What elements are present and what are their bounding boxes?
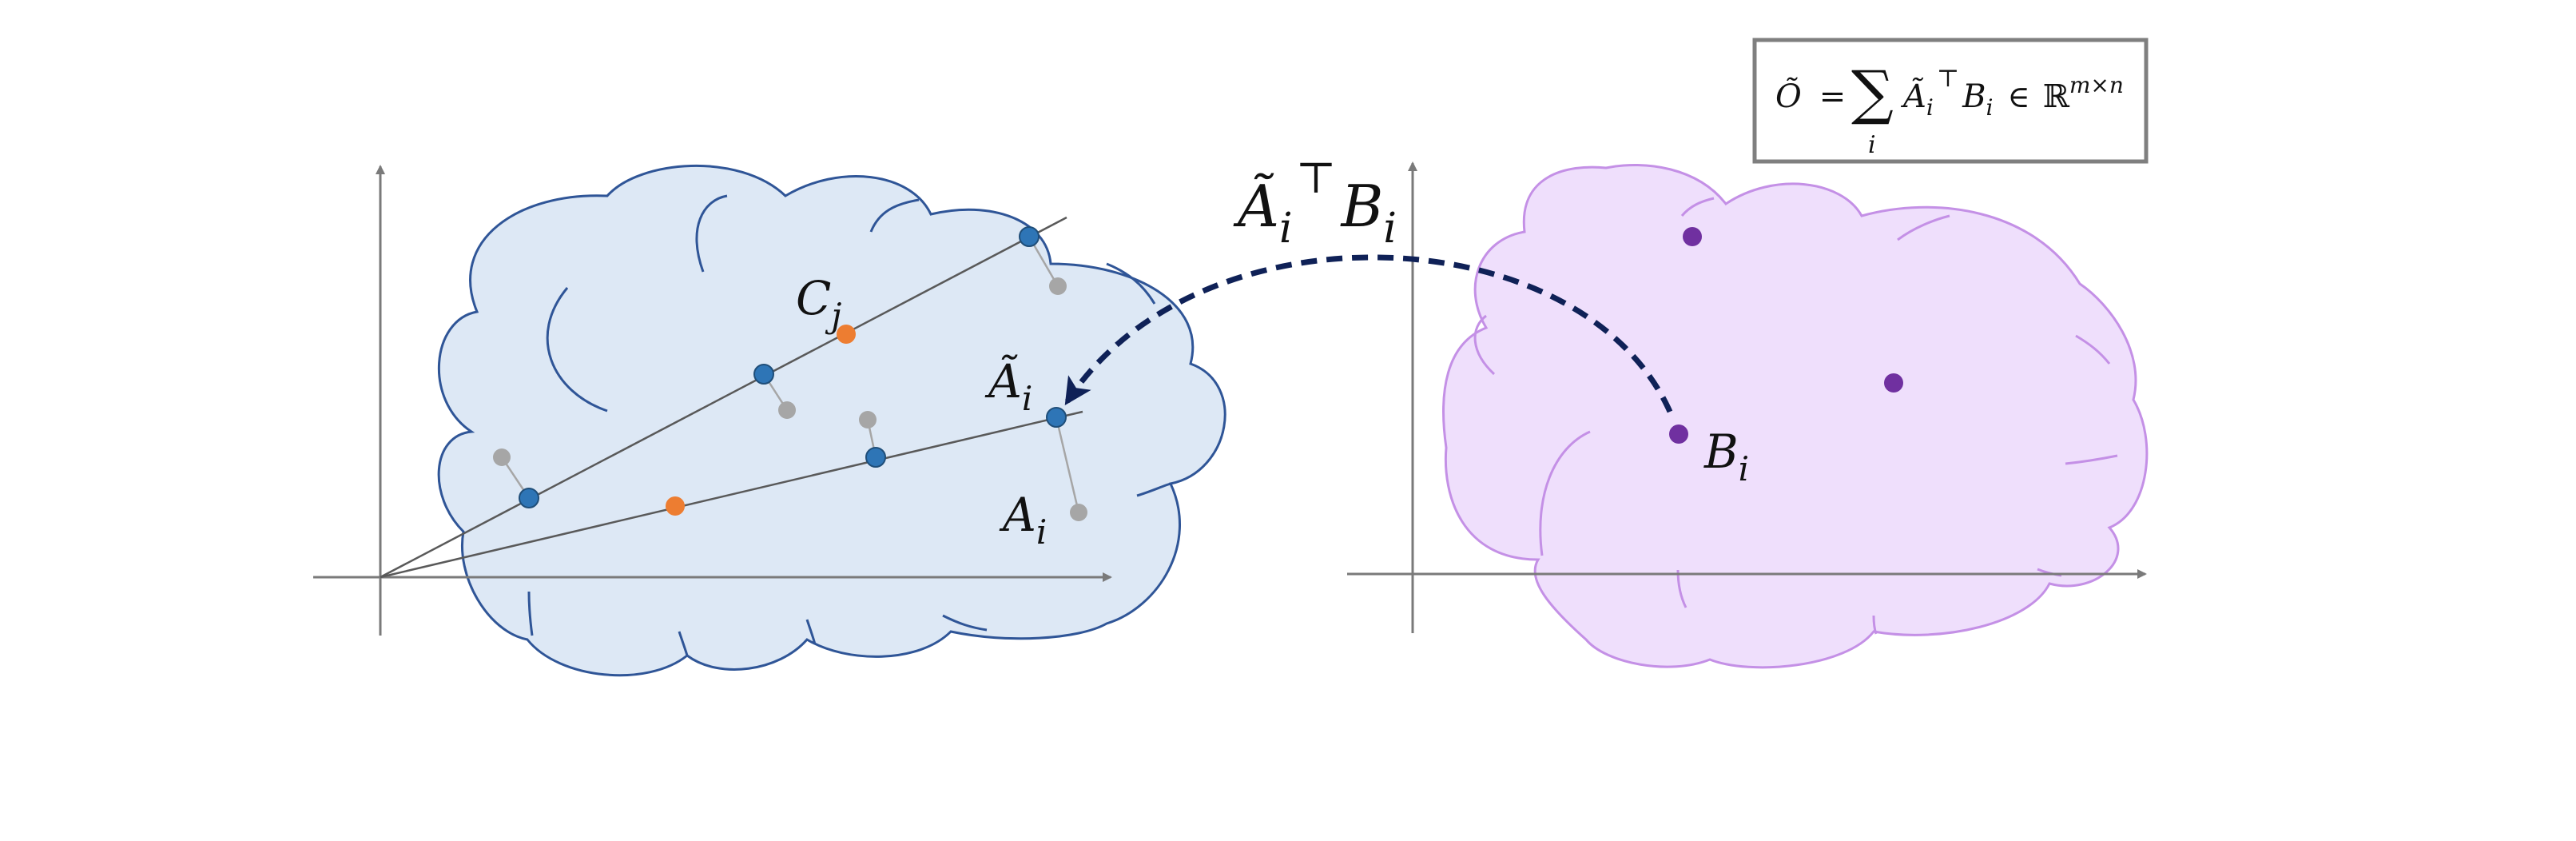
formula-a-subscript: i — [1926, 94, 1934, 121]
left-cloud — [437, 164, 1226, 677]
svg-text:Cj: Cj — [796, 271, 841, 335]
projection-line — [1055, 417, 1080, 513]
formula-b: B — [1962, 78, 1986, 115]
formula-sum: ∑ — [1851, 58, 1894, 127]
right-cloud-inner-arc — [2065, 454, 2118, 465]
left-cloud-inner-arc — [1106, 262, 1156, 305]
approx-vector-symbol: Ã — [984, 354, 1022, 409]
transfer-label: Ãi⊤Bi — [1233, 153, 1397, 253]
orange-point — [666, 496, 685, 516]
right-cloud-inner-arc — [1539, 430, 1591, 556]
svg-text:Ai: Ai — [999, 488, 1047, 552]
formula-transpose: ⊤ — [1937, 65, 1959, 93]
formula-b-subscript: i — [1986, 94, 1993, 121]
formula-dims: m×n — [2069, 72, 2124, 98]
left-cloud-shape — [437, 164, 1226, 677]
query-vector-label: Bi — [1703, 424, 1749, 488]
ray-upper — [380, 216, 1067, 579]
transfer-a-symbol: Ã — [1233, 172, 1279, 240]
formula-sum-index: i — [1868, 131, 1876, 159]
svg-text:Ãi: Ãi — [984, 354, 1032, 418]
formula-field: ℝ — [2043, 78, 2070, 115]
left-axes — [313, 165, 1112, 636]
blue-point — [1019, 226, 1040, 247]
query-vector-subscript: i — [1739, 449, 1749, 488]
original-vector-label: Ai — [999, 488, 1047, 552]
left-cloud-inner-arc — [805, 619, 817, 645]
approx-vector-label: Ãi — [984, 354, 1032, 418]
ray-lower — [380, 410, 1083, 579]
purple-point — [1884, 373, 1903, 393]
formula-lhs: Õ — [1775, 78, 1802, 115]
formula-equals: = — [1819, 78, 1847, 115]
right-cloud-inner-arc — [1897, 214, 1950, 241]
transfer-b-symbol: B — [1339, 173, 1383, 240]
right-cloud-shape — [1442, 163, 2149, 669]
formula-box: Õ= ∑ i Ãi⊤Bi∈ℝm×n — [1752, 38, 2149, 164]
right-cloud-inner-arc — [1473, 314, 1496, 376]
transfer-b-subscript: i — [1383, 205, 1397, 253]
formula-frame — [1752, 38, 2149, 164]
right-axes — [1347, 161, 2147, 633]
query-vector-point — [1669, 424, 1688, 444]
left-cloud-inner-arc — [869, 198, 920, 233]
left-cloud-inner-arc — [695, 194, 728, 273]
purple-point — [1683, 227, 1702, 246]
orange-point — [837, 325, 856, 344]
left-cloud-inner-arc — [1136, 482, 1171, 497]
right-points — [1669, 227, 1903, 444]
blue-point — [753, 364, 774, 385]
formula-in: ∈ — [2007, 79, 2029, 114]
transfer-arrow — [1064, 254, 1673, 413]
svg-text:Bi: Bi — [1703, 424, 1749, 488]
blue-point — [865, 447, 886, 468]
original-vector-subscript: i — [1036, 512, 1047, 552]
svg-text:Õ=: Õ= — [1775, 78, 1846, 115]
rays — [380, 216, 1083, 579]
svg-text:Ãi⊤Bi∈ℝm×n: Ãi⊤Bi∈ℝm×n — [1900, 65, 2124, 121]
right-cloud-inner-arc — [1680, 197, 1715, 217]
left-points — [493, 226, 1087, 521]
left-cloud-inner-arc — [678, 631, 689, 656]
gray-point — [1070, 504, 1087, 521]
gray-point — [859, 411, 877, 428]
left-cloud-inner-arc — [527, 591, 534, 636]
query-vector-symbol: B — [1703, 424, 1739, 479]
transfer-a-subscript: i — [1279, 205, 1293, 253]
formula-a: Ã — [1900, 78, 1926, 115]
transfer-transpose-symbol: ⊤ — [1296, 153, 1337, 203]
right-cloud-inner-arc — [2075, 334, 2111, 365]
gray-point — [493, 448, 511, 466]
left-cloud-inner-arc — [546, 287, 608, 413]
right-cloud-inner-arc — [1872, 615, 1878, 635]
approx-vector-point — [1046, 407, 1067, 428]
gray-point — [778, 401, 796, 419]
approx-vector-subscript: i — [1022, 379, 1032, 418]
svg-text:Ãi⊤Bi: Ãi⊤Bi — [1233, 153, 1397, 253]
centroid-label: Cj — [796, 271, 841, 335]
right-cloud — [1442, 163, 2149, 669]
centroid-symbol: C — [796, 271, 831, 325]
original-vector-symbol: A — [999, 488, 1036, 542]
blue-point — [519, 488, 539, 508]
left-cloud-inner-arc — [942, 614, 988, 632]
gray-point — [1049, 277, 1067, 295]
